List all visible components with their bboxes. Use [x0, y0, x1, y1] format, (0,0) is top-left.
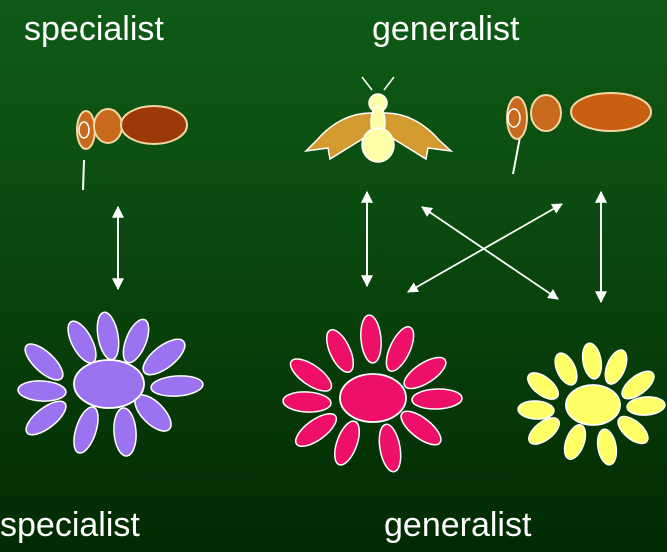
yellow-flower-icon: [518, 342, 666, 467]
generalist-wasp-icon: [507, 93, 651, 174]
bee-yellow-flower-double-arrow: [422, 207, 558, 299]
specialist-wasp-icon: [77, 106, 187, 190]
generalist-bee-icon: [306, 77, 451, 162]
pink-flower-icon: [283, 314, 463, 473]
purple-flower-icon: [18, 311, 204, 457]
wasp-pink-flower-double-arrow: [408, 204, 562, 292]
